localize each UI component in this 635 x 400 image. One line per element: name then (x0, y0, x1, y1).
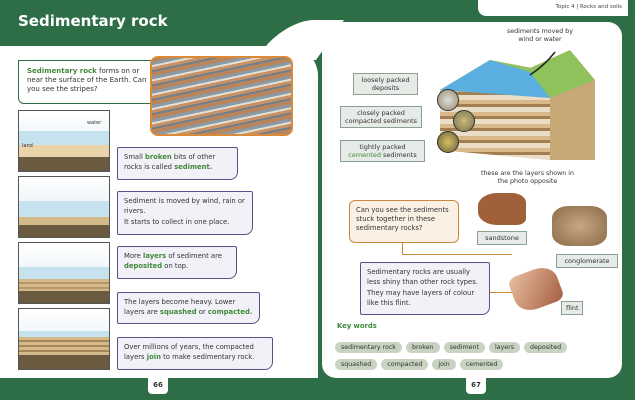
topic-header: Topic 4 | Rocks and soils (478, 0, 628, 16)
step-illustration-2 (18, 176, 110, 238)
step-box-2: Sediment is moved by wind, rain or river… (117, 191, 253, 235)
closely-packed-label: closely packed compacted sediments (340, 106, 422, 128)
step-illustration-4 (18, 308, 110, 370)
flint-label: flint (561, 301, 583, 315)
step-box-3: More layers of sediment are deposited on… (117, 246, 237, 279)
key-word-tag: compacted (381, 359, 429, 370)
step-illustration-3 (18, 242, 110, 304)
step-box-4: The layers become heavy. Lower layers ar… (117, 292, 260, 324)
highlight: Sedimentary rock (27, 67, 97, 75)
rock-stripes-photo (150, 56, 293, 136)
key-word-tag: squashed (335, 359, 378, 370)
step-box-5: Over millions of years, the compacted la… (117, 337, 273, 370)
layers-caption: these are the layers shown in the photo … (480, 170, 575, 185)
step-text: Sediment is moved by wind, rain or river… (124, 197, 245, 215)
page-title: Sedimentary rock (18, 12, 168, 30)
key-word-tag: join (432, 359, 456, 370)
rock-layers-block-diagram (440, 50, 595, 160)
info-text: Sedimentary rocks are usually less shiny… (367, 268, 478, 286)
key-words-heading: Key words (337, 322, 377, 330)
sediments-moved-label: sediments moved by wind or water (507, 28, 573, 43)
step-text: It starts to collect in one place. (124, 218, 230, 226)
key-word-tag: broken (405, 342, 440, 353)
sandstone-image (478, 193, 526, 225)
question-box: Can you see the sediments stuck together… (349, 200, 459, 243)
key-word-tag: layers (488, 342, 521, 353)
cemented-sediment-magnifier (437, 131, 459, 153)
key-word-tag: deposited (524, 342, 568, 353)
key-word-tag: sediment (443, 342, 485, 353)
loose-sediment-magnifier (437, 89, 459, 111)
loosely-packed-label: loosely packed deposits (353, 73, 418, 95)
compacted-sediment-magnifier (453, 110, 475, 132)
arrow-icon (529, 51, 556, 76)
intro-text: forms on or near the surface of the Eart… (27, 67, 147, 93)
conglomerate-image (552, 206, 607, 246)
info-text: They may have layers of colour like this… (367, 289, 475, 307)
page-number-left: 66 (148, 378, 168, 394)
land-label: land (22, 143, 33, 149)
key-word-tag: sedimentary rock (335, 342, 402, 353)
water-label: water (87, 120, 102, 126)
step-illustration-1: land water (18, 110, 110, 172)
info-box: Sedimentary rocks are usually less shiny… (360, 262, 490, 315)
conglomerate-label: conglomerate (556, 254, 618, 268)
sandstone-label: sandstone (477, 231, 527, 245)
intro-box: Sedimentary rock forms on or near the su… (18, 60, 158, 104)
step-box-1: Small broken bits of other rocks is call… (117, 147, 238, 180)
page-number-right: 67 (466, 378, 486, 394)
key-word-tag: cemented (459, 359, 504, 370)
